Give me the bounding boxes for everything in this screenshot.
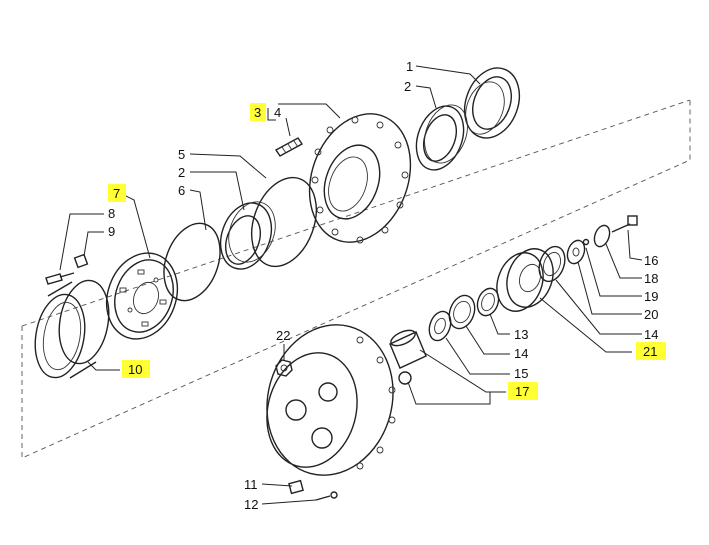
part-9-bushing: [73, 253, 89, 269]
part-19-pin: [582, 238, 590, 246]
callout-13: 13: [514, 327, 528, 342]
part-2-bearing-upper: [415, 104, 468, 171]
part-5-snap-ring: [251, 176, 317, 268]
part-10-ring-gear: [34, 279, 110, 379]
part-17-pin-shaft: [389, 329, 427, 385]
part-18-washer: [593, 224, 611, 248]
part-4-stud: [274, 137, 304, 157]
callout-9: 9: [108, 224, 115, 239]
callout-4: 4: [274, 105, 281, 120]
callout-18: 18: [644, 271, 658, 286]
callout-3-highlight: [250, 103, 266, 121]
part-20-thrust-washer: [566, 239, 586, 265]
part-7-gear-disc: [105, 252, 179, 340]
callout-3: 3: [254, 105, 261, 120]
part-8-bolt: [45, 272, 75, 285]
callout-15: 15: [514, 366, 528, 381]
callout-10: 10: [128, 362, 142, 377]
callout-5: 5: [178, 147, 185, 162]
callout-22: 22: [276, 328, 290, 343]
callout-2-lower: 2: [178, 165, 185, 180]
part-14-needle-bearing-lower: [448, 294, 476, 330]
callout-14-lower: 14: [514, 346, 528, 361]
callout-7: 7: [113, 186, 120, 201]
part-16-bolt: [611, 215, 638, 233]
callout-labels: 1 2 3 4 5 2 6 7 8 9 10 16 18 19 20 14 21…: [108, 59, 666, 512]
callout-6: 6: [178, 183, 185, 198]
callout-1: 1: [406, 59, 413, 74]
part-13-spacer-ring: [476, 287, 500, 317]
part-3-hub-flange: [308, 113, 412, 244]
part-15-washer: [428, 310, 452, 342]
part-11-plug: [288, 479, 304, 495]
callout-16: 16: [644, 253, 658, 268]
callout-17: 17: [515, 384, 529, 399]
part-2-bearing-lower: [219, 201, 276, 270]
callout-14-upper: 14: [644, 327, 658, 342]
callout-7-highlight: [108, 184, 126, 202]
callout-20: 20: [644, 307, 658, 322]
callout-17-highlight: [508, 382, 538, 400]
callout-21: 21: [643, 344, 657, 359]
part-1-seal: [463, 67, 521, 139]
leader-lines: [59, 65, 643, 505]
planet-carrier-housing: [266, 324, 396, 476]
part-12-screw: [315, 491, 338, 501]
callout-19: 19: [644, 289, 658, 304]
callout-2-upper: 2: [404, 79, 411, 94]
callout-21-highlight: [636, 342, 666, 360]
part-6-circlip: [163, 222, 221, 302]
callout-10-highlight: [122, 360, 150, 378]
part-21-planet-gear: [496, 248, 554, 312]
part-14-needle-bearing-upper: [538, 245, 566, 283]
assembly-envelope: [21, 99, 691, 459]
callout-11: 11: [244, 477, 258, 492]
callout-12: 12: [244, 497, 258, 512]
callout-8: 8: [108, 206, 115, 221]
